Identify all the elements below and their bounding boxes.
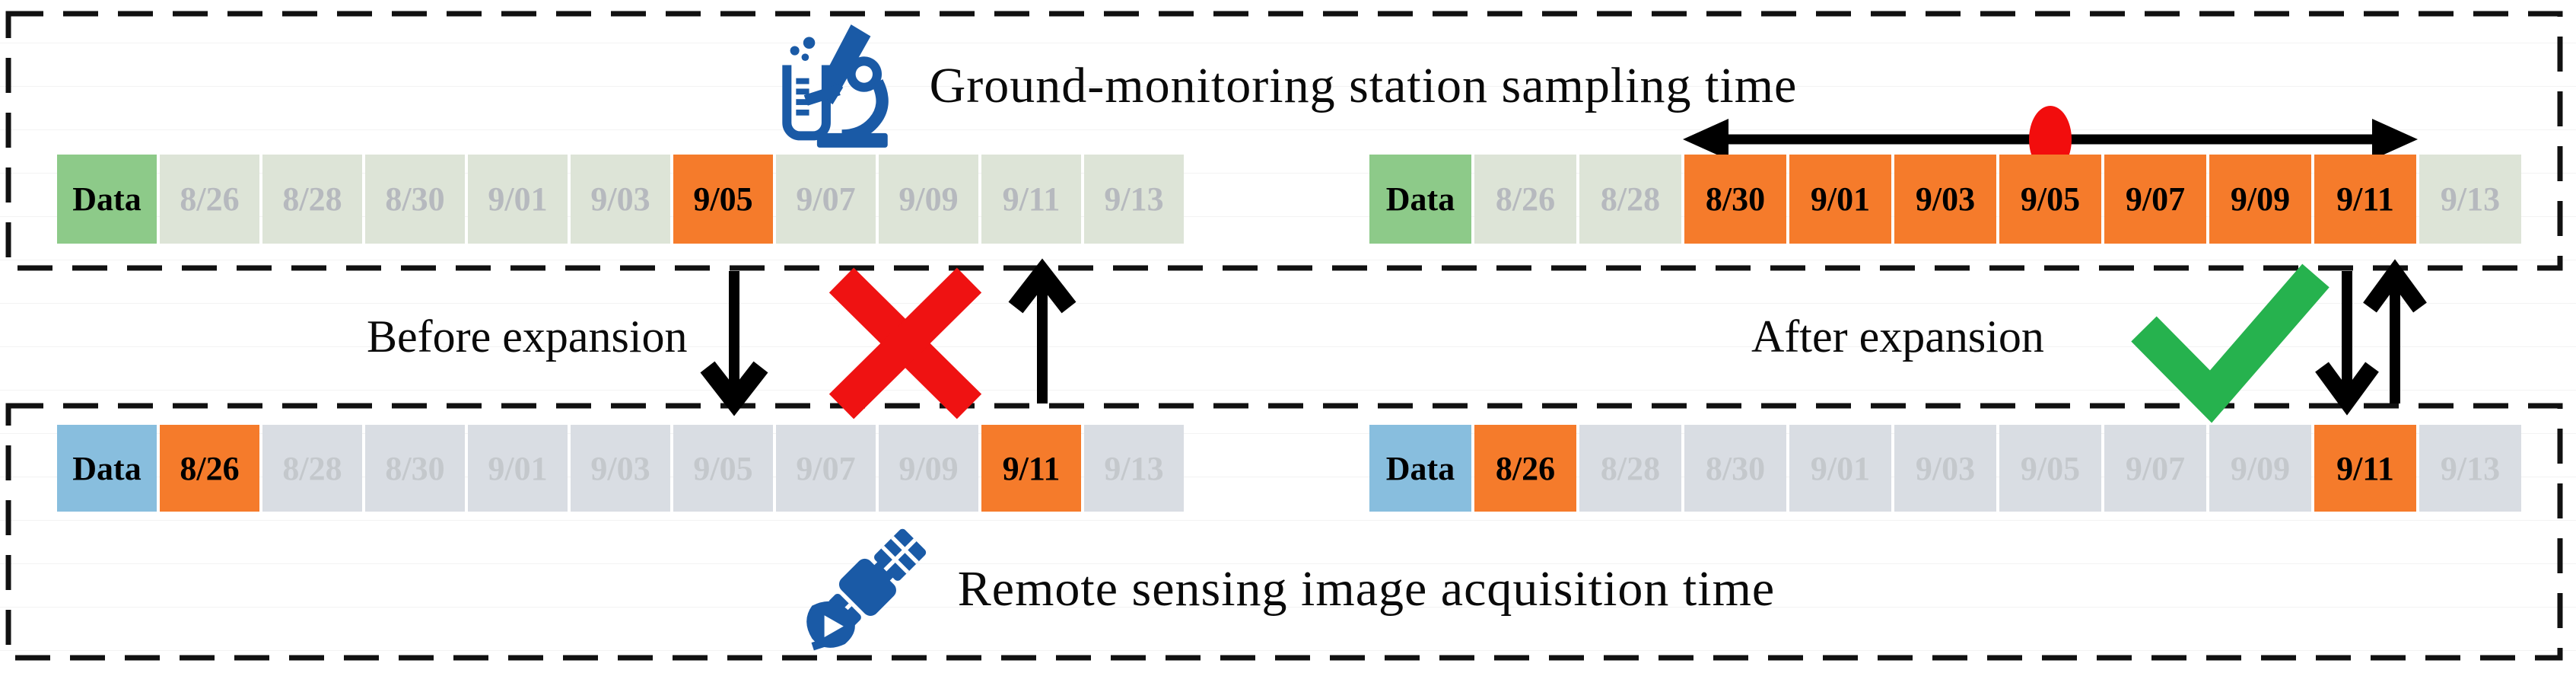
timeline-cell-data: Data xyxy=(1369,155,1471,244)
timeline-cell-9-01: 9/01 xyxy=(1789,425,1891,512)
timeline-cell-data: Data xyxy=(57,155,157,244)
timeline-cell-9-07: 9/07 xyxy=(776,425,876,512)
timeline-cell-9-07: 9/07 xyxy=(2104,155,2206,244)
timeline-cell-8-26: 8/26 xyxy=(1474,155,1576,244)
timeline-cell-9-05: 9/05 xyxy=(1999,425,2101,512)
timeline-cell-8-30: 8/30 xyxy=(365,155,465,244)
timeline-cell-9-11: 9/11 xyxy=(2314,425,2416,512)
timeline-cell-9-13: 9/13 xyxy=(2419,155,2521,244)
satellite-icon xyxy=(806,528,926,651)
microscope-icon xyxy=(781,24,889,148)
timeline-cell-9-09: 9/09 xyxy=(879,155,978,244)
timeline-cell-9-03: 9/03 xyxy=(571,155,670,244)
after-expansion-label: After expansion xyxy=(1751,311,2044,362)
ground-section-title: Ground-monitoring station sampling time xyxy=(929,58,1798,113)
timeline-cell-9-09: 9/09 xyxy=(2209,425,2311,512)
after-up-arrow xyxy=(2363,259,2427,403)
timeline-cell-8-30: 8/30 xyxy=(1684,155,1786,244)
timeline-cell-9-05: 9/05 xyxy=(673,425,773,512)
timeline-cell-8-26: 8/26 xyxy=(1474,425,1576,512)
timeline-cell-9-11: 9/11 xyxy=(981,425,1081,512)
timeline-cell-9-07: 9/07 xyxy=(776,155,876,244)
timeline-cell-8-28: 8/28 xyxy=(1579,425,1681,512)
before-expansion-label: Before expansion xyxy=(367,311,688,362)
timeline-cell-9-05: 9/05 xyxy=(1999,155,2101,244)
timeline-cell-9-07: 9/07 xyxy=(2104,425,2206,512)
timeline-cell-9-11: 9/11 xyxy=(981,155,1081,244)
satellite-section-title: Remote sensing image acquisition time xyxy=(957,561,1776,617)
timeline-cell-9-01: 9/01 xyxy=(1789,155,1891,244)
timeline-cell-9-11: 9/11 xyxy=(2314,155,2416,244)
timeline-cell-9-01: 9/01 xyxy=(468,425,568,512)
before-up-arrow xyxy=(1008,258,1077,403)
timeline-cell-8-30: 8/30 xyxy=(365,425,465,512)
match-check-icon xyxy=(2131,263,2330,423)
timeline-cell-8-26: 8/26 xyxy=(160,425,259,512)
timeline-cell-9-05: 9/05 xyxy=(673,155,773,244)
timeline-cell-9-13: 9/13 xyxy=(1084,425,1184,512)
timeline-cell-8-28: 8/28 xyxy=(1579,155,1681,244)
timeline-cell-8-28: 8/28 xyxy=(262,425,362,512)
timeline-cell-9-13: 9/13 xyxy=(2419,425,2521,512)
satellite-title-row: Remote sensing image acquisition time xyxy=(0,520,2576,659)
timeline-cell-data: Data xyxy=(57,425,157,512)
mismatch-cross-icon xyxy=(828,267,982,419)
timeline-cell-9-03: 9/03 xyxy=(1894,425,1996,512)
timeline-cell-8-30: 8/30 xyxy=(1684,425,1786,512)
timeline-cell-8-28: 8/28 xyxy=(262,155,362,244)
timeline-cell-9-01: 9/01 xyxy=(468,155,568,244)
timeline-cell-9-13: 9/13 xyxy=(1084,155,1184,244)
before-down-arrow xyxy=(700,271,768,416)
timeline-cell-9-09: 9/09 xyxy=(879,425,978,512)
timeline-cell-9-09: 9/09 xyxy=(2209,155,2311,244)
ground-title-row: Ground-monitoring station sampling time xyxy=(0,17,2576,155)
timeline-cell-9-03: 9/03 xyxy=(1894,155,1996,244)
timeline-cell-8-26: 8/26 xyxy=(160,155,259,244)
timeline-cell-data: Data xyxy=(1369,425,1471,512)
timeline-cell-9-03: 9/03 xyxy=(571,425,670,512)
after-down-arrow xyxy=(2315,271,2379,416)
